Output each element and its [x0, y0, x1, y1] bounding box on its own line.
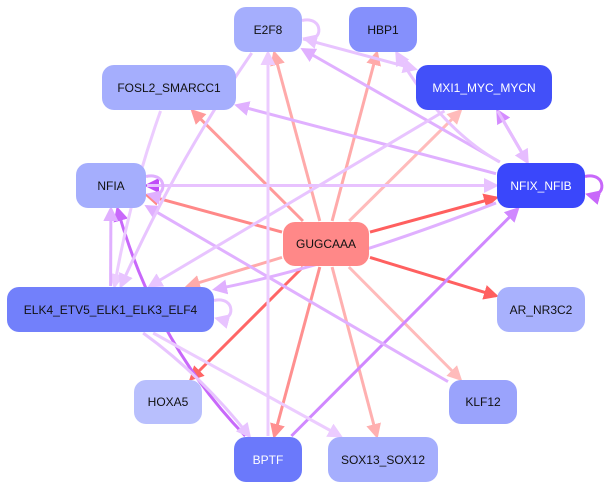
edge-gug-to-sox13: [330, 266, 381, 439]
node-label: NFIX_NFIB: [510, 178, 572, 193]
node-hoxa5[interactable]: HOXA5: [134, 380, 202, 424]
node-nfia[interactable]: NFIA: [76, 163, 146, 208]
node-klf12[interactable]: KLF12: [449, 380, 517, 424]
node-fosl2[interactable]: FOSL2_SMARCC1: [102, 65, 236, 110]
edge-gug-to-nfia: [144, 191, 283, 234]
edge-elk4-to-bptf: [142, 331, 252, 439]
node-label: KLF12: [465, 395, 501, 409]
node-label: BPTF: [252, 452, 284, 467]
edge-gug-to-ar: [369, 255, 499, 300]
edge-gug-to-bptf: [270, 266, 322, 439]
node-label: ELK4_ETV5_ELK1_ELK3_ELF4: [23, 302, 198, 317]
node-mxi1[interactable]: MXI1_MYC_MYCN: [416, 65, 552, 110]
edge-bptf-to-nfix: [290, 206, 520, 438]
self-loop-nfia: [145, 174, 165, 205]
node-sox13[interactable]: SOX13_SOX12: [328, 437, 438, 482]
edge-gug-to-e2f8: [270, 50, 322, 222]
edge-klf12-to-nfia: [144, 204, 449, 383]
edge-elk4-to-sox13: [152, 331, 343, 438]
node-nfix[interactable]: NFIX_NFIB: [497, 163, 585, 208]
node-label: SOX13_SOX12: [340, 452, 426, 467]
edge-mxi1-to-nfix: [496, 110, 529, 165]
node-label: GUGCAAA: [295, 237, 356, 251]
node-label: HBP1: [367, 22, 399, 37]
self-loop-nfix: [584, 174, 604, 205]
node-label: NFIA: [97, 178, 125, 193]
self-loop-e2f8: [301, 18, 321, 49]
node-gug[interactable]: GUGCAAA: [283, 222, 369, 266]
edge-gug-to-elk4: [184, 255, 283, 290]
edge-gug-to-mxi1: [348, 108, 463, 223]
node-elk4[interactable]: ELK4_ETV5_ELK1_ELK3_ELF4: [7, 287, 214, 332]
node-ar[interactable]: AR_NR3C2: [497, 287, 585, 332]
edge-bptf-to-nfia: [113, 206, 247, 438]
edge-gug-to-hoxa5: [188, 265, 305, 382]
self-loop-elk4: [213, 298, 233, 329]
edge-gug-to-nfix: [369, 193, 499, 234]
node-label: AR_NR3C2: [509, 302, 573, 317]
node-label: MXI1_MYC_MYCN: [432, 80, 536, 95]
node-label: E2F8: [253, 22, 283, 37]
node-bptf[interactable]: BPTF: [234, 437, 302, 482]
edge-mxi1-to-elk4: [147, 109, 446, 288]
node-label: FOSL2_SMARCC1: [117, 80, 221, 95]
node-hbp1[interactable]: HBP1: [349, 7, 417, 52]
node-label: HOXA5: [147, 395, 189, 409]
node-e2f8[interactable]: E2F8: [234, 7, 302, 52]
